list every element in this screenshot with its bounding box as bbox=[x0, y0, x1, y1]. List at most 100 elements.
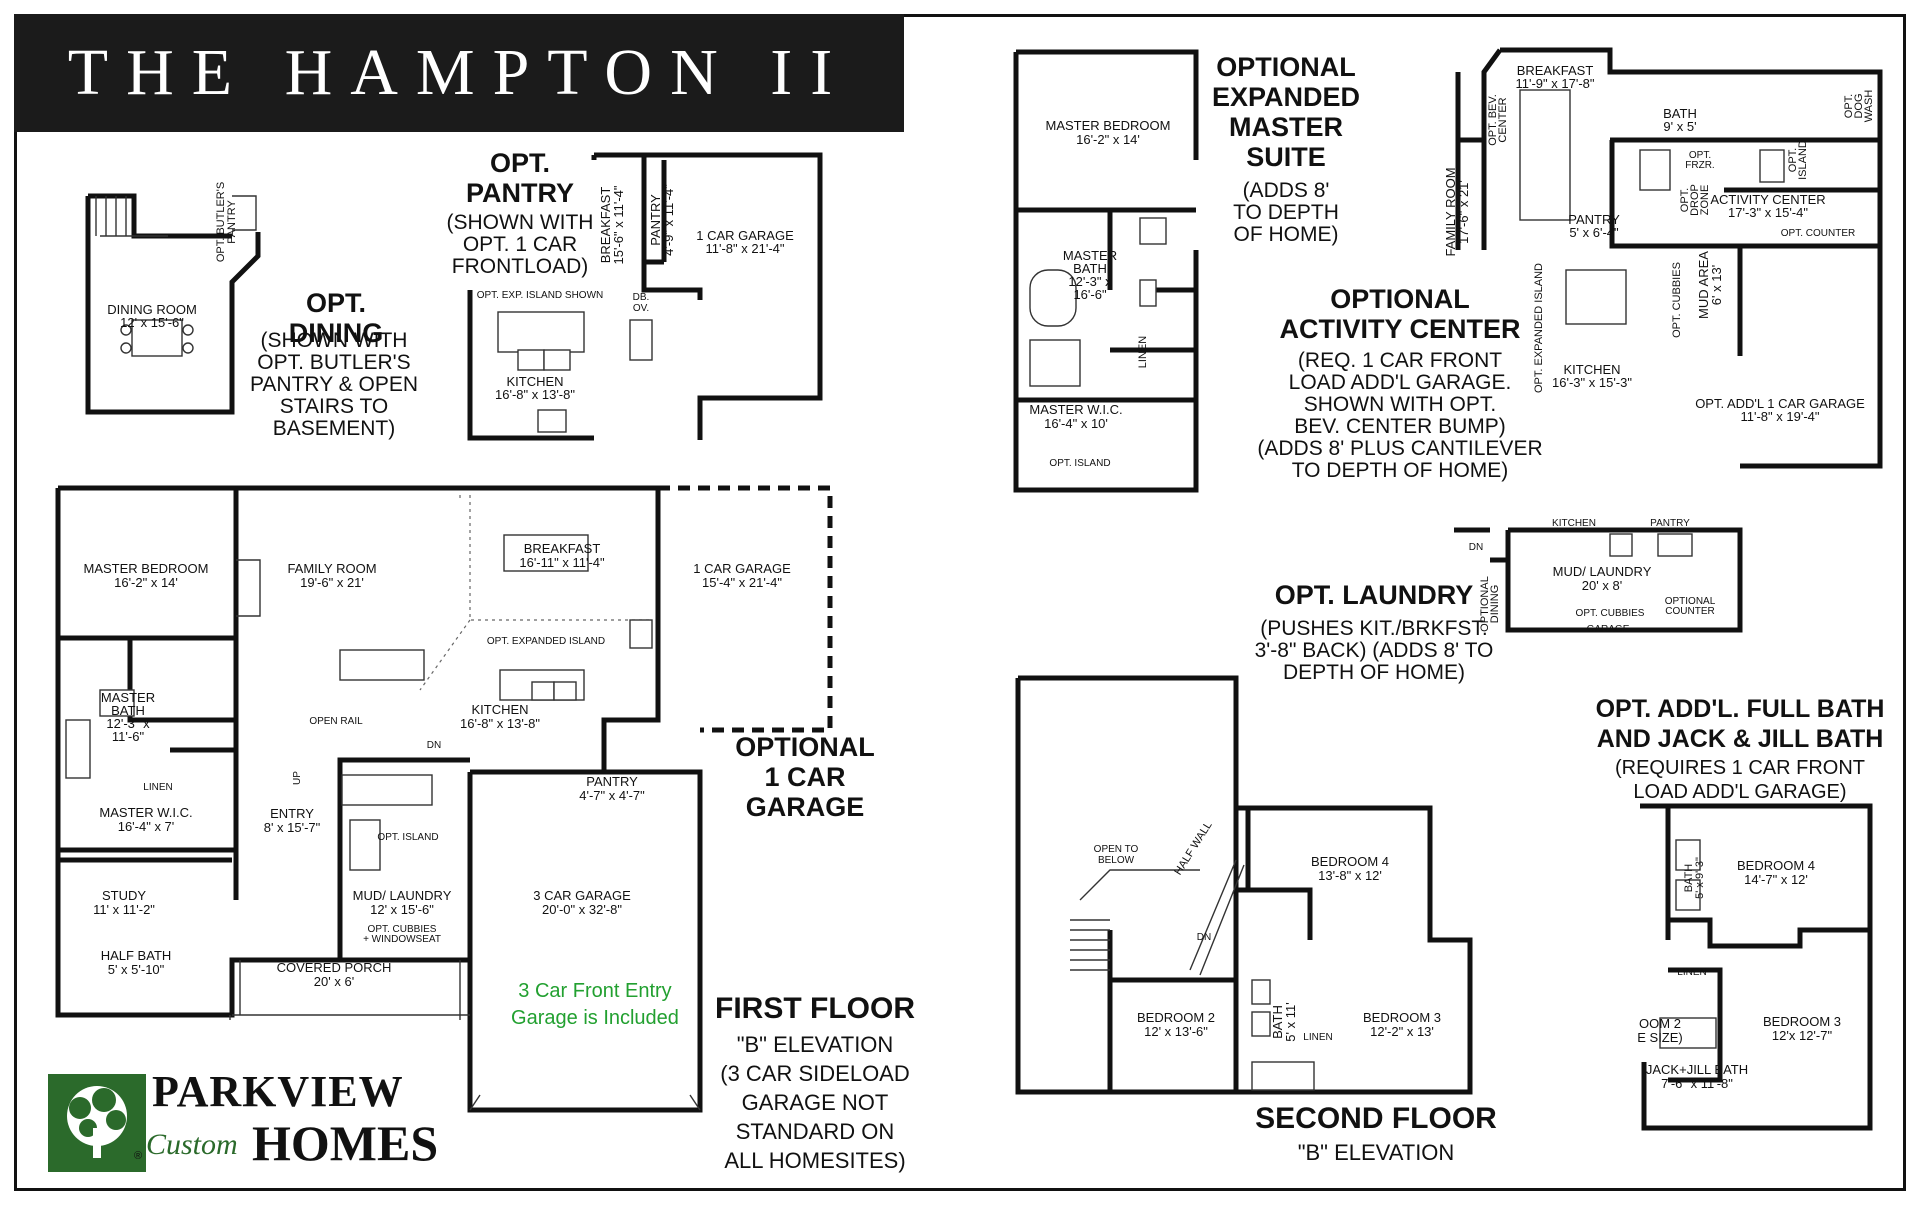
kitchen-label: KITCHEN bbox=[471, 702, 528, 717]
svg-text:OPT. BUTLER'SPANTRY: OPT. BUTLER'SPANTRY bbox=[215, 182, 238, 262]
first-floor-note-3: GARAGE NOT bbox=[741, 1090, 889, 1115]
pantry-garage-label: 1 CAR GARAGE bbox=[696, 228, 794, 243]
opt-dining-note-1: (SHOWN WITH bbox=[260, 329, 408, 352]
second-floor-note: "B" ELEVATION bbox=[1297, 1140, 1455, 1165]
svg-text:OPT.FRZR.: OPT.FRZR. bbox=[1685, 150, 1714, 171]
sf-bedroom2-size: 12' x 13'-6" bbox=[1144, 1024, 1208, 1039]
svg-text:OPT. BEV.CENTER: OPT. BEV.CENTER bbox=[1487, 94, 1509, 146]
lau-dining-label: OPTIONAL bbox=[1479, 576, 1491, 632]
page-frame bbox=[14, 14, 1906, 1191]
opt-master-note: (ADDS 8' TO DEPTH OF HOME) bbox=[1196, 180, 1376, 246]
first-floor-heading: FIRST FLOOR bbox=[715, 992, 915, 1025]
ob-bedroom4-label: BEDROOM 4 bbox=[1737, 858, 1815, 873]
pantry-small-label: PANTRY bbox=[586, 774, 638, 789]
opt-laundry-note: (PUSHES KIT./BRKFST. 3'-8" BACK) (ADDS 8… bbox=[1234, 618, 1514, 684]
opt-island-label: OPT. ISLAND bbox=[377, 832, 438, 843]
ob-bedroom2-size: E SIZE) bbox=[1637, 1030, 1683, 1045]
opt-dining-note-5: BASEMENT) bbox=[272, 417, 396, 440]
master-wic-size: 16'-4" x 7' bbox=[118, 819, 175, 834]
opt-pantry-note-3: FRONTLOAD) bbox=[451, 255, 589, 278]
pantry-pantry-label: PANTRY bbox=[648, 194, 663, 246]
exp-master-bedroom-label: MASTER BEDROOM bbox=[1046, 118, 1171, 133]
sf-bedroom4-label: BEDROOM 4 bbox=[1311, 854, 1389, 869]
svg-text:BATH5' x 9'-3": BATH5' x 9'-3" bbox=[1683, 857, 1706, 899]
act-opt-counter-label: OPT. COUNTER bbox=[1781, 228, 1855, 239]
act-breakfast-size: 11'-9" x 17'-8" bbox=[1516, 76, 1595, 91]
svg-text:DB.OV.: DB.OV. bbox=[633, 292, 650, 314]
opt-activity-note-2: LOAD ADD'L GARAGE. bbox=[1288, 371, 1512, 394]
svg-text:HALF BATH5' x 5'-10": HALF BATH5' x 5'-10" bbox=[101, 948, 172, 977]
act-bath-label: BATH bbox=[1663, 106, 1697, 121]
opt-pantry-heading: OPT. PANTRY bbox=[440, 148, 600, 208]
study-size: 11' x 11'-2" bbox=[93, 902, 155, 917]
butlers-pantry-label-2: PANTRY bbox=[226, 200, 238, 244]
act-bath-size: 9' x 5' bbox=[1663, 119, 1696, 134]
act-kitchen-label: KITCHEN bbox=[1563, 362, 1620, 377]
logo-homes-text: HOMES bbox=[252, 1115, 439, 1171]
dog-wash-label: OPT. bbox=[1843, 94, 1855, 118]
opt-bath-note: (REQUIRES 1 CAR FRONT LOAD ADD'L GARAGE) bbox=[1600, 756, 1880, 804]
act-kitchen-size: 16'-3" x 15'-3" bbox=[1552, 375, 1632, 390]
act-cubbies-label: OPT. CUBBIES bbox=[1671, 262, 1683, 338]
opt-activity-note-4: BEV. CENTER BUMP) bbox=[1294, 415, 1506, 438]
ob-bedroom2-label: OOM 2 bbox=[1639, 1016, 1681, 1031]
ob-linen-label: LINEN bbox=[1677, 967, 1706, 978]
opt-laundry-note-1: (PUSHES KIT./BRKFST. bbox=[1260, 617, 1488, 640]
lau-kitchen-label: KITCHEN bbox=[1552, 518, 1596, 529]
first-floor-note-2: (3 CAR SIDELOAD bbox=[720, 1061, 910, 1086]
sf-linen-label: LINEN bbox=[1303, 1032, 1332, 1043]
pantry-garage-size: 11'-8" x 21'-4" bbox=[706, 241, 785, 256]
opt-activity-note: (REQ. 1 CAR FRONT LOAD ADD'L GARAGE. SHO… bbox=[1250, 350, 1550, 482]
ob-bath-size: 5' x 9'-3" bbox=[1694, 857, 1706, 899]
logo-registered-mark: ® bbox=[134, 1150, 143, 1162]
opt-bath-heading-1: OPT. ADD'L. FULL BATH bbox=[1595, 695, 1885, 723]
opt-activity-heading-1: OPTIONAL bbox=[1330, 284, 1470, 314]
opt-activity-note-3: SHOWN WITH OPT. bbox=[1303, 393, 1497, 416]
act-garage-label: OPT. ADD'L 1 CAR GARAGE bbox=[1695, 396, 1865, 411]
opt-garage-heading: OPTIONAL 1 CAR GARAGE bbox=[720, 732, 890, 822]
kitchen-size: 16'-8" x 13'-8" bbox=[460, 716, 540, 731]
sf-bath-label: BATH bbox=[1270, 1005, 1285, 1039]
opt-activity-heading-2: ACTIVITY CENTER bbox=[1279, 314, 1521, 344]
act-family-room-label: FAMILY ROOM bbox=[1443, 167, 1458, 256]
dbov-label-2: OV. bbox=[633, 303, 649, 314]
exp-master-wic-label: MASTER W.I.C. bbox=[1029, 402, 1122, 417]
sf-dn-label: DN bbox=[1197, 932, 1211, 943]
opt-master-note-2: TO DEPTH bbox=[1233, 201, 1339, 224]
lau-cubbies-label: OPT. CUBBIES bbox=[1576, 608, 1645, 619]
title-bar: THE HAMPTON II bbox=[14, 14, 904, 132]
opt-pantry-note-1: (SHOWN WITH bbox=[446, 211, 594, 234]
opt-master-heading: OPTIONAL EXPANDED MASTER SUITE bbox=[1196, 52, 1376, 172]
breakfast-label: BREAKFAST bbox=[524, 541, 601, 556]
activity-center-size: 17'-3" x 15'-4" bbox=[1728, 205, 1808, 220]
entry-label: ENTRY bbox=[270, 806, 314, 821]
opt-dining-note-2: OPT. BUTLER'S bbox=[257, 351, 411, 374]
mud-laundry-size: 12' x 15'-6" bbox=[370, 902, 434, 917]
open-to-below-label: OPEN TO bbox=[1094, 844, 1139, 855]
sf-bath-size: 5' x 11' bbox=[1283, 1002, 1298, 1041]
master-bedroom-size: 16'-2" x 14' bbox=[114, 575, 178, 590]
lau-dn-label: DN bbox=[1469, 542, 1483, 553]
open-rail-label: OPEN RAIL bbox=[309, 716, 363, 727]
covered-porch-size: 20' x 6' bbox=[314, 974, 354, 989]
opt-pantry-heading-2: PANTRY bbox=[466, 178, 574, 208]
